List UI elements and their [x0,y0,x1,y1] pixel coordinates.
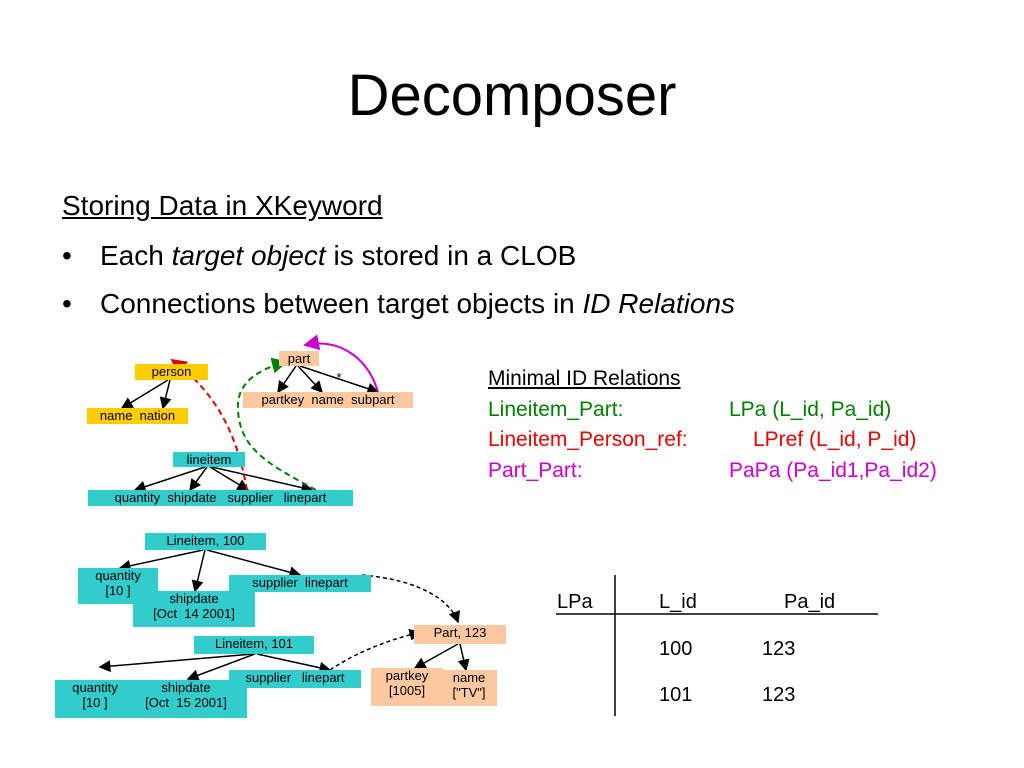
value: [10 ] [82,695,108,710]
node-li101-refs: supplier linepart [229,670,361,688]
node-lineitem-100: Lineitem, 100 [145,533,266,550]
node-part-partkey: partkey[1005] [371,668,443,706]
edge-li100-quantity [118,549,204,572]
node-lineitem-101: Lineitem, 101 [194,636,314,654]
relation-value: PaPa (Pa_id1,Pa_id2) [729,459,937,482]
node-person: person [135,364,208,380]
edge-part-name [297,365,324,394]
bullet-text-2a: Connections between target objects in [100,288,583,319]
subheading: Storing Data in XKeyword [62,190,383,221]
node-part-children: partkey name subpart [243,392,413,408]
value: [10 ] [105,583,131,598]
edge-li101-shipdate [186,653,256,681]
edge-part123-partkey [413,643,459,669]
relation-value: LPa (L_id, Pa_id) [729,398,892,421]
value: [1005] [388,683,426,698]
edge-li100-refs [206,549,302,579]
relation-value: LPref (L_id, P_id) [753,428,917,451]
node-part-name: name["TV"] [441,670,497,706]
bullet-emph-2: ID Relations [582,288,736,319]
label: quantity [95,568,141,583]
table-cell: 100 [659,638,693,660]
label: name [452,670,486,685]
edge-lineitem-shipdate [189,466,208,492]
table-col-lid: L_id [659,591,697,613]
label: quantity [72,680,118,695]
table-cell: 101 [659,684,693,706]
node-li101-shipdate: shipdate[Oct 15 2001] [125,680,247,718]
node-li101-quantity: quantity[10 ] [55,680,135,718]
edge-lineitem-quantity [133,466,206,493]
bullet-text-1a: Each [100,240,172,271]
edge-li101-refs [256,653,332,674]
label: shipdate [161,680,211,695]
node-part: part [279,351,319,366]
value: [Oct 15 2001] [145,695,227,710]
table-cell: 123 [762,638,796,660]
edge-li100-to-part123 [361,574,461,624]
edge-person-name [120,379,169,409]
edge-lineitem-supplier [209,466,250,491]
edge-person-nation [159,379,172,410]
node-part-123: Part, 123 [414,625,506,644]
node-lineitem-children: quantity shipdate supplier linepart [88,490,353,506]
edge-subpart-to-part [303,334,379,393]
edge-li101-quantity [98,653,254,673]
slide-title: Decomposer [347,63,677,128]
label: partkey [385,668,429,683]
node-li100-shipdate: shipdate[Oct 14 2001] [133,591,255,627]
relations-heading: Minimal ID Relations [488,367,681,390]
table-col-paid: Pa_id [784,591,836,613]
relation-lineitem-person: Lineitem_Person_ref: LPref (L_id, P_id) [488,428,916,452]
node-person-children: name nation [87,408,188,424]
edge-li101-to-part123 [329,628,422,671]
value: [Oct 14 2001] [153,606,235,621]
table-cell: 123 [762,684,796,706]
bullet-text-1b: is stored in a CLOB [325,240,577,271]
star-label: * [336,370,342,385]
label: shipdate [169,591,219,606]
node-lineitem: lineitem [173,452,245,467]
bullet-id-relations: • Connections between target objects in I… [62,288,735,320]
edge-part123-name [457,643,470,672]
bullet-target-object: • Each target object is stored in a CLOB [62,240,576,272]
bullet-emph-1: target object [171,240,326,271]
edge-lineitem-linepart [211,466,314,494]
edge-part-subpart [299,365,380,395]
relation-label: Part_Part: [488,459,583,482]
relation-label: Lineitem_Part: [488,398,624,421]
edge-linepart-to-part [236,357,317,491]
edge-li100-shipdate [191,549,206,593]
node-li100-refs: supplier linepart [229,575,371,592]
bullet-marker: • [62,288,72,319]
edge-part-partkey [277,365,297,394]
relation-part-part: Part_Part: PaPa (Pa_id1,Pa_id2) [488,459,937,483]
bullet-marker: • [62,240,72,271]
relation-lineitem-part: Lineitem_Part: LPa (L_id, Pa_id) [488,398,891,422]
value: ["TV"] [452,685,486,700]
table-name: LPa [557,591,593,613]
relation-label: Lineitem_Person_ref: [488,428,688,451]
